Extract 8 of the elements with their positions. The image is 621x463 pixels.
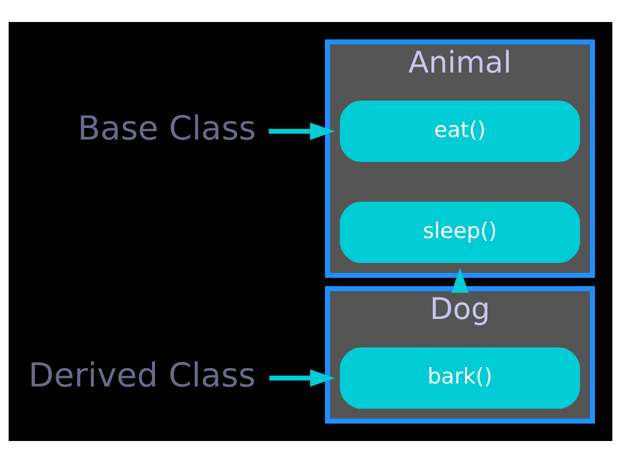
arrow	[268, 122, 335, 140]
node-text: Base Class	[78, 108, 256, 148]
node-box: eat()	[340, 100, 580, 162]
arrow	[451, 268, 469, 293]
node-box: sleep()	[340, 202, 580, 263]
arrow	[269, 369, 335, 387]
node-text: Derived Class	[28, 355, 256, 394]
node-box: bark()	[340, 347, 580, 409]
